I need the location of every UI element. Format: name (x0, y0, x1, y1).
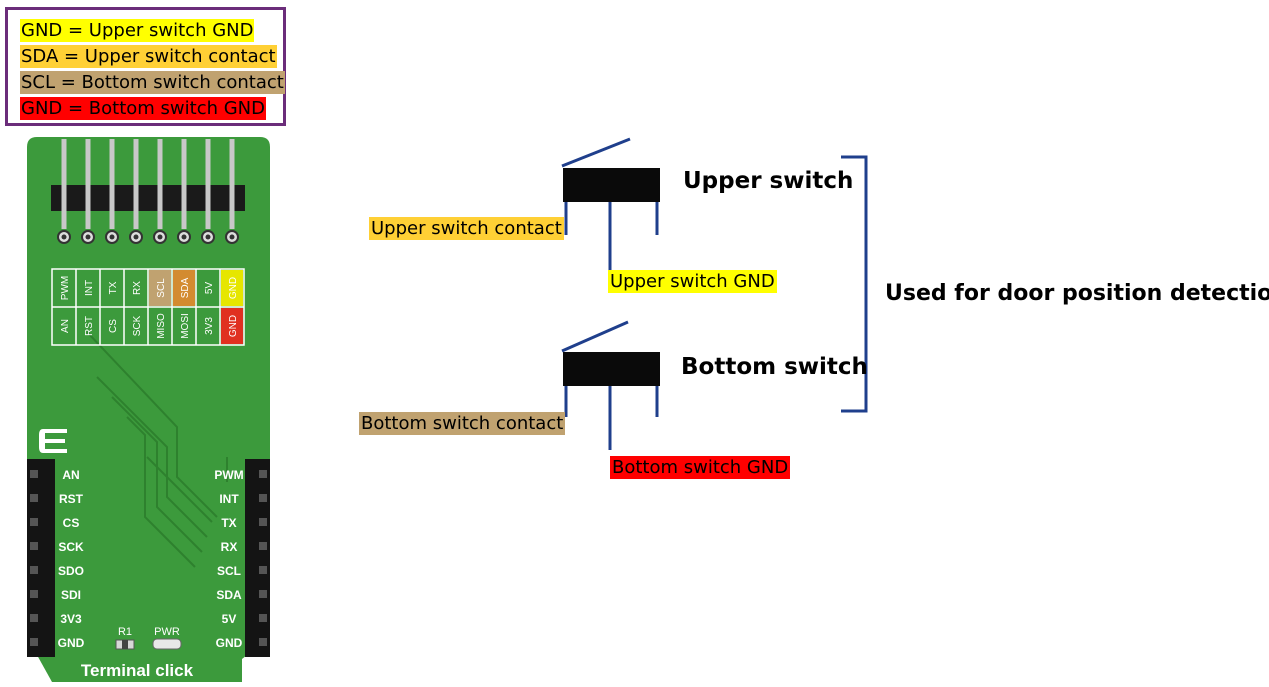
header-pin (81, 139, 95, 244)
left-header-label: 3V3 (60, 612, 82, 626)
right-header-label: SDA (216, 588, 242, 602)
left-header-label: SDO (58, 564, 84, 578)
left-header-label: CS (63, 516, 80, 530)
pin-label-top: SCL (156, 278, 167, 298)
right-header-label: INT (219, 492, 239, 506)
right-header-label: 5V (222, 612, 237, 626)
bottom-switch-body (563, 352, 660, 386)
legend-item-bottom-contact: SCL = Bottom switch contact (20, 71, 285, 94)
left-header-label: AN (62, 468, 79, 482)
upper-switch-lever (561, 137, 631, 168)
pin-label-top: INT (84, 280, 95, 296)
upper-switch-title: Upper switch (683, 168, 854, 194)
right-header-label: RX (221, 540, 238, 554)
header-pin (105, 139, 119, 244)
board-name: Terminal click (81, 661, 194, 680)
left-header-label: SDI (61, 588, 81, 602)
pin-label-bottom: AN (60, 319, 71, 333)
upper-switch-body (563, 168, 660, 202)
header-pin (57, 139, 71, 244)
bottom-switch-lever (561, 320, 629, 353)
left-header (27, 459, 55, 657)
pin-label-bottom: SCK (132, 315, 143, 336)
header-pin (225, 139, 239, 244)
pin-label-bottom: 3V3 (204, 317, 215, 335)
right-header (245, 459, 270, 657)
right-header-label: SCL (217, 564, 241, 578)
right-header-label: GND (216, 636, 243, 650)
pin-label-top: RX (132, 281, 143, 295)
led-r1 (115, 639, 135, 650)
left-header-label: RST (59, 492, 84, 506)
left-header-label: GND (58, 636, 85, 650)
right-header-label: PWM (214, 468, 243, 482)
pin-legend: GND = Upper switch GND SDA = Upper switc… (5, 7, 286, 126)
pin-label-top: PWM (60, 276, 71, 300)
pin-header (57, 139, 239, 244)
pin-label-grid: PWM AN INT RST TX CS RX SCK SCL MISO SDA MOSI 5V 3V3 G… (51, 268, 245, 346)
pin-label-bottom: GND (228, 315, 239, 337)
legend-item-bottom-gnd: GND = Bottom switch GND (20, 97, 267, 120)
pin-label-top: GND (228, 277, 239, 299)
header-pin (177, 139, 191, 244)
mikroe-logo-icon (39, 429, 67, 453)
left-header-label: SCK (58, 540, 84, 554)
bottom-contact-label: Bottom switch contact (359, 412, 566, 435)
header-pin (201, 139, 215, 244)
right-header-label: TX (221, 516, 236, 530)
header-pin (129, 139, 143, 244)
led-pwr (152, 638, 182, 650)
group-label: Used for door position detection (885, 281, 1269, 306)
pin-label-bottom: MISO (156, 313, 167, 339)
pin-label-top: SDA (180, 277, 191, 298)
upper-contact-label: Upper switch contact (369, 217, 564, 240)
header-pin (153, 139, 167, 244)
pin-label-top: 5V (204, 282, 215, 295)
pin-label-bottom: MOSI (180, 313, 191, 339)
upper-gnd-label: Upper switch GND (608, 270, 777, 293)
led-label-pwr: PWR (154, 626, 180, 638)
led-label-r1: R1 (118, 626, 132, 638)
pin-label-bottom: RST (84, 316, 95, 336)
pin-label-top: TX (108, 281, 119, 294)
pin-label-bottom: CS (108, 319, 119, 333)
legend-item-upper-contact: SDA = Upper switch contact (20, 45, 277, 68)
grouping-bracket (841, 155, 868, 413)
bottom-switch-title: Bottom switch (681, 354, 868, 380)
terminal-click-board: PWMANINTRSTTXCSRXSCKSCLMISOSDAMOSI5V3V3G… (27, 137, 270, 682)
bottom-gnd-label: Bottom switch GND (610, 456, 791, 479)
legend-item-upper-gnd: GND = Upper switch GND (20, 19, 255, 42)
